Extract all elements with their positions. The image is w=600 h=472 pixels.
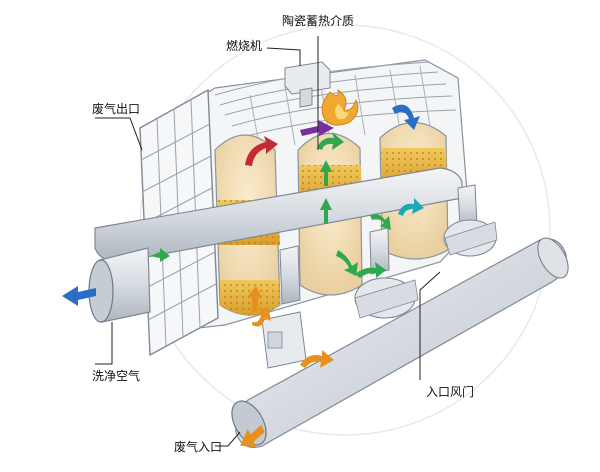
leader-lines [95,36,441,447]
label-clean-air: 洗净空气 [92,368,140,383]
inlet-valve-left [261,311,307,369]
inlet-valve-right [443,219,498,257]
burner-unit [284,61,331,108]
flow-arrow-icon [62,104,424,448]
clean-air-pipe [88,247,151,323]
label-inlet-valve: 入口风门 [426,384,474,399]
inlet-header-pipe [231,237,569,448]
label-exhaust-inlet: 废气入口 [174,439,222,454]
label-ceramic-media: 陶瓷蓄热介质 [282,13,354,28]
flame-icon [321,89,359,126]
exhaust-outlet-duct [94,167,478,305]
label-burner: 燃烧机 [226,38,262,53]
inlet-valve-middle [354,277,419,319]
label-exhaust-outlet: 废气出口 [92,101,140,116]
